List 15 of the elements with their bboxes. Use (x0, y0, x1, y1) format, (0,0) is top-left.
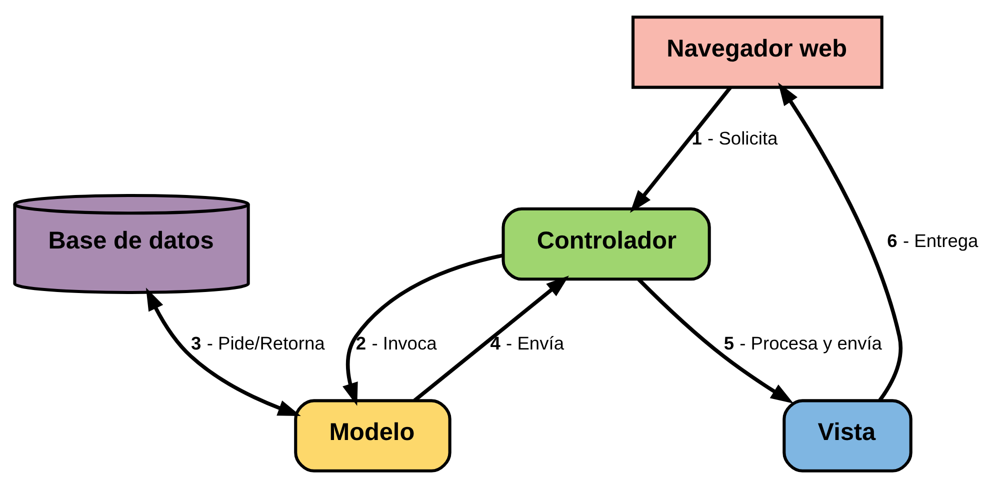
edge-label: 3 - Pide/Retorna (191, 332, 325, 354)
arrow (146, 288, 301, 416)
arrow (637, 278, 794, 404)
arrow (778, 82, 902, 402)
node-box: Modelo (294, 399, 452, 472)
edge-label: 4 - Envía (490, 332, 564, 354)
arrow (342, 254, 504, 406)
node-box: Vista (782, 399, 912, 472)
node-box: Controlador (502, 207, 711, 281)
arrow (630, 86, 732, 213)
arrow (413, 276, 570, 402)
node-box: Navegador web (631, 16, 884, 89)
edge-label: 5 - Procesa y envía (724, 332, 882, 354)
edge-label: 2 - Invoca (356, 332, 437, 354)
edge-label: 6 - Entrega (887, 230, 978, 252)
